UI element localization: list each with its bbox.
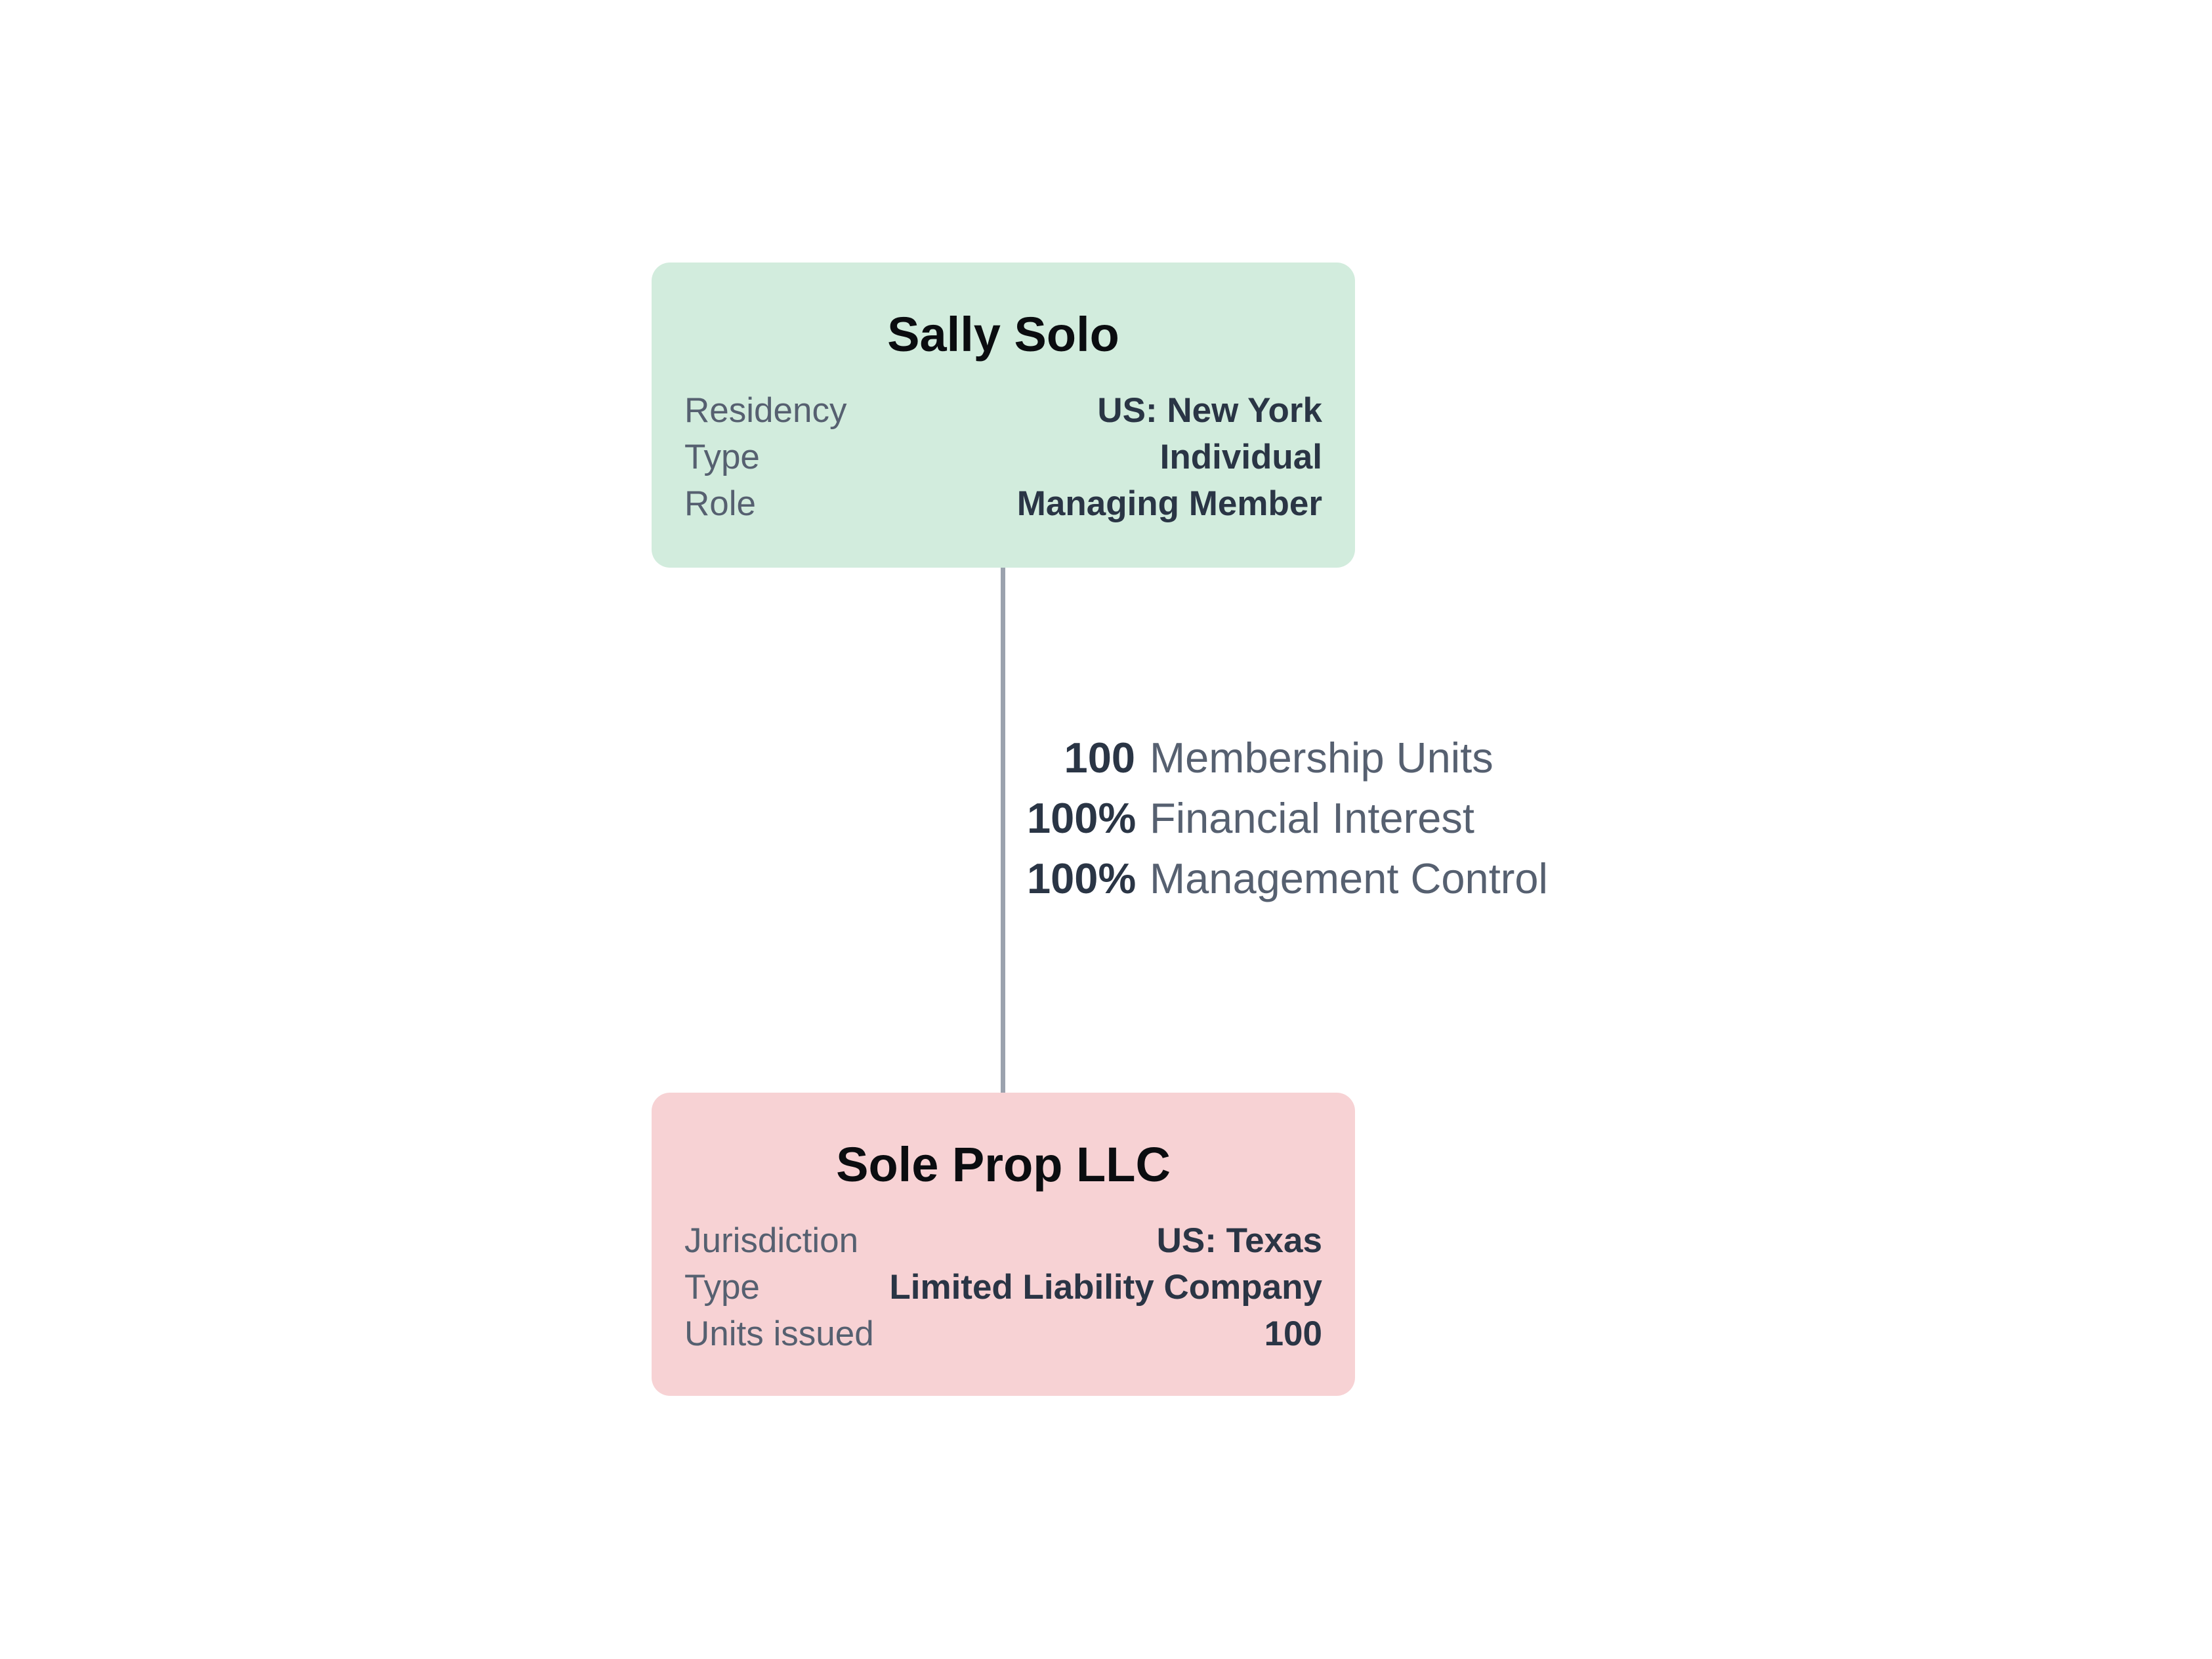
node-fields: Jurisdiction US: Texas Type Limited Liab… [684,1217,1322,1357]
field-row-jurisdiction: Jurisdiction US: Texas [684,1217,1322,1264]
ownership-edge-labels: 100 Membership Units 100% Financial Inte… [1027,728,1548,909]
field-row-role: Role Managing Member [684,480,1322,527]
field-label: Residency [684,391,847,430]
field-value: US: New York [1097,391,1322,430]
field-value: Managing Member [1016,484,1322,523]
field-value: 100 [1264,1314,1322,1353]
edge-amount: 100% [1027,854,1137,902]
edge-amount: 100 [1064,734,1135,782]
field-label: Jurisdiction [684,1221,859,1260]
node-fields: Residency US: New York Type Individual R… [684,387,1322,527]
entity-node-sole-prop-llc[interactable]: Sole Prop LLC Jurisdiction US: Texas Typ… [652,1093,1355,1396]
field-row-units-issued: Units issued 100 [684,1311,1322,1357]
field-label: Role [684,484,757,523]
field-label: Type [684,438,760,476]
field-label: Type [684,1268,760,1307]
field-row-residency: Residency US: New York [684,387,1322,434]
field-value: US: Texas [1156,1221,1322,1260]
field-value: Individual [1159,438,1322,476]
field-row-type: Type Individual [684,434,1322,480]
edge-amount: 100% [1027,794,1137,842]
field-label: Units issued [684,1314,874,1353]
entity-node-sally-solo[interactable]: Sally Solo Residency US: New York Type I… [652,262,1355,568]
field-value: Limited Liability Company [889,1268,1322,1307]
edge-label: Membership Units [1150,734,1493,782]
node-title: Sally Solo [887,307,1119,362]
node-title: Sole Prop LLC [836,1137,1171,1192]
field-row-type: Type Limited Liability Company [684,1264,1322,1311]
edge-label: Financial Interest [1150,794,1474,842]
edge-label: Management Control [1150,854,1548,902]
ownership-connector-line [1001,568,1005,1093]
